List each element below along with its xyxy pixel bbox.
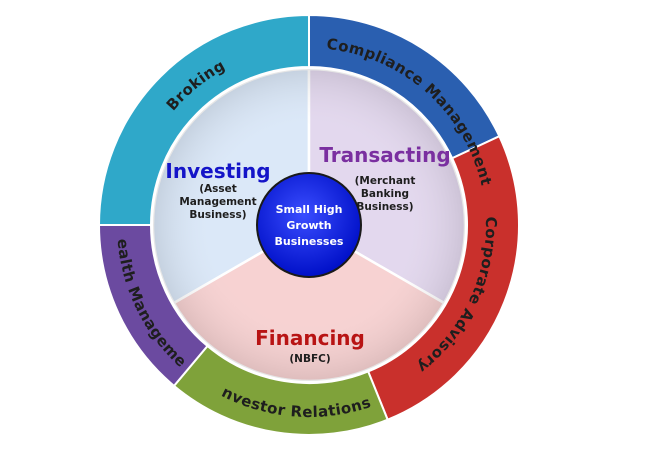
segment-subtitle-line: Banking — [361, 188, 409, 200]
segment-title: Financing — [255, 326, 365, 350]
segment-title: Transacting — [319, 143, 450, 167]
center-text-line: Growth — [286, 219, 331, 232]
segment-subtitle-line: (Asset — [199, 183, 237, 195]
ring-segment-wealth-management — [97, 224, 209, 388]
center-text-line: Small High — [276, 203, 343, 216]
segment-subtitle-line: (NBFC) — [289, 353, 330, 365]
segment-title: Investing — [165, 159, 270, 183]
segment-subtitle-line: (Merchant — [355, 175, 416, 187]
segment-subtitle-line: Business) — [189, 209, 246, 221]
center-hub: Small High Growth Businesses — [256, 172, 362, 278]
center-circle — [256, 172, 362, 278]
segment-subtitle-line: Management — [179, 196, 256, 208]
segment-subtitle-line: Business) — [356, 201, 413, 213]
center-text-line: Businesses — [275, 235, 344, 248]
